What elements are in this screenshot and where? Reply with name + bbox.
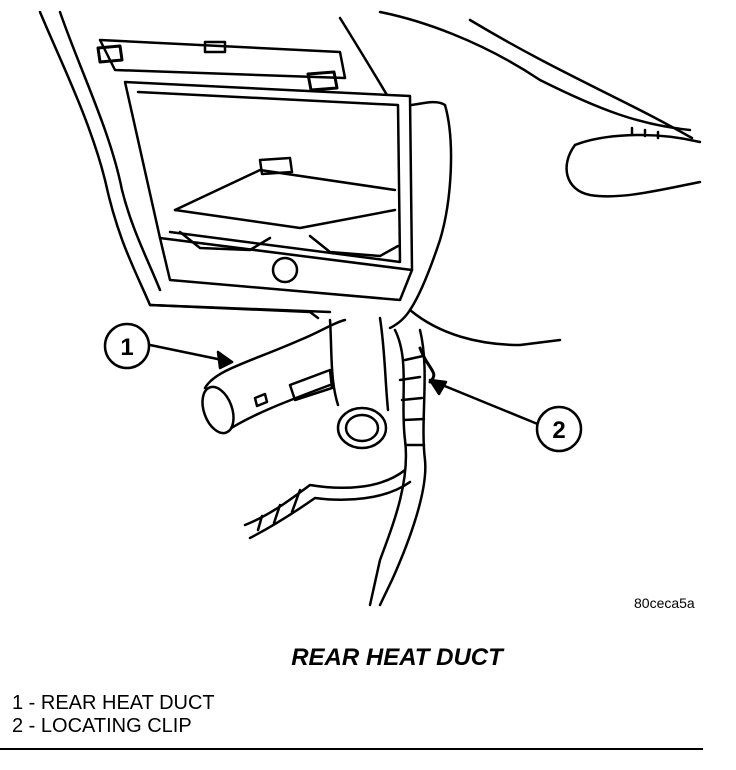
figure-title: REAR HEAT DUCT: [291, 644, 503, 671]
legend: 1 - REAR HEAT DUCT 2 - LOCATING CLIP: [12, 692, 215, 738]
callout-2-number: 2: [552, 417, 565, 444]
callout-1: 1: [103, 322, 151, 370]
wiring-harness: [243, 328, 436, 607]
heat-duct-illustration: 1 2: [38, 10, 702, 607]
legend-item-2: 2 - LOCATING CLIP: [12, 715, 192, 737]
leader-arrows: [148, 343, 542, 427]
figure-id: 80ceca5a: [634, 595, 695, 611]
storage-bin: [96, 38, 414, 302]
callout-2: 2: [535, 405, 583, 453]
bottom-rule: [0, 748, 703, 750]
legend-item-1: 1 - REAR HEAT DUCT: [12, 692, 215, 714]
callout-1-number: 1: [120, 334, 133, 361]
rear-heat-duct: [201, 316, 390, 450]
